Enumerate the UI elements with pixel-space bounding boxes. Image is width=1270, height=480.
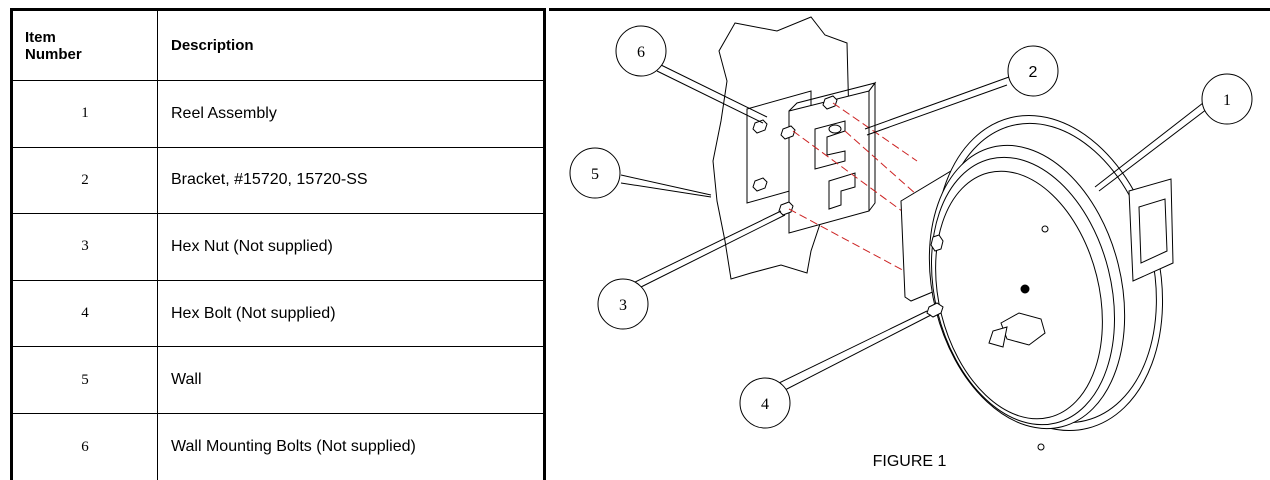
header-description: Description <box>157 8 546 81</box>
table-row: 2 Bracket, #15720, 15720-SS <box>10 146 546 215</box>
callout-5: 5 <box>569 147 621 199</box>
svg-text:1: 1 <box>1223 92 1231 109</box>
item-number: 6 <box>10 412 158 480</box>
reel-hub <box>1000 312 1046 346</box>
table-row: 5 Wall <box>10 346 546 414</box>
bracket <box>788 81 877 234</box>
wall-bolts <box>752 95 838 216</box>
item-number: 1 <box>10 80 158 148</box>
svg-text:5: 5 <box>591 166 599 183</box>
svg-text:2: 2 <box>1029 64 1038 81</box>
leader-lines <box>620 63 1208 392</box>
callout-3: 3 <box>597 278 649 330</box>
parts-table: Item Number Description 1 Reel Assembly … <box>10 8 546 480</box>
item-description: Wall <box>157 346 546 414</box>
table-row: 3 Hex Nut (Not supplied) <box>10 213 546 281</box>
callout-6: 6 <box>615 25 667 77</box>
figure-panel: 6 2 1 5 3 4 FIGURE 1 <box>549 8 1270 479</box>
header-item-number-line2: Number <box>25 45 82 63</box>
item-number: 5 <box>10 346 158 414</box>
figure-caption: FIGURE 1 <box>872 453 947 470</box>
item-description: Hex Nut (Not supplied) <box>157 213 546 281</box>
reel-assembly <box>928 114 1174 451</box>
header-item-number: Item Number <box>10 8 158 81</box>
item-number: 2 <box>10 146 158 215</box>
item-description: Bracket, #15720, 15720-SS <box>157 146 546 215</box>
header-item-number-line1: Item <box>25 28 56 46</box>
item-description: Wall Mounting Bolts (Not supplied) <box>157 412 546 480</box>
reel-exploded-diagram: 6 2 1 5 3 4 <box>569 16 1253 451</box>
callout-4: 4 <box>739 377 791 429</box>
table-row: 4 Hex Bolt (Not supplied) <box>10 279 546 348</box>
svg-text:6: 6 <box>637 44 645 61</box>
table-row: 6 Wall Mounting Bolts (Not supplied) <box>10 412 546 480</box>
item-description: Reel Assembly <box>157 80 546 148</box>
table-row: 1 Reel Assembly <box>10 80 546 148</box>
svg-text:3: 3 <box>619 297 627 314</box>
table-header-row: Item Number Description <box>10 8 546 81</box>
callout-2: 2 <box>1007 45 1059 97</box>
item-number: 4 <box>10 279 158 348</box>
svg-text:4: 4 <box>761 396 769 413</box>
item-description: Hex Bolt (Not supplied) <box>157 279 546 348</box>
item-number: 3 <box>10 213 158 281</box>
hex-bolt <box>926 302 944 318</box>
callout-1: 1 <box>1201 73 1253 125</box>
